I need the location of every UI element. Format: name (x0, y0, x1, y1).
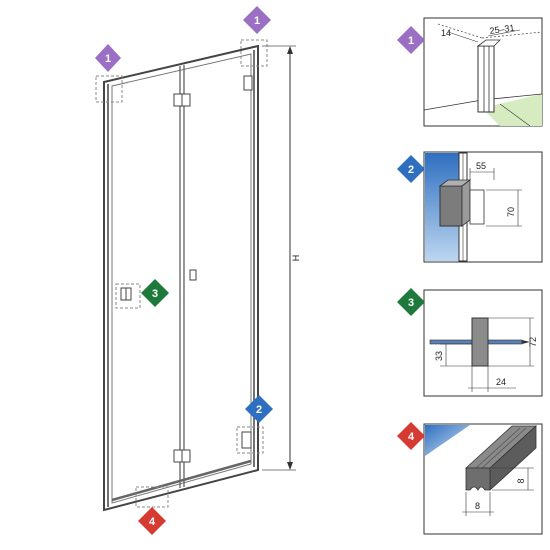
detail-3-panel: 72 33 24 3 (397, 288, 543, 397)
detail-1-dim-25-31: 25–31 (489, 23, 515, 36)
detail-2-dim-55: 55 (476, 161, 486, 171)
svg-text:2: 2 (256, 404, 262, 416)
svg-text:4: 4 (149, 516, 156, 528)
door-outer-frame (103, 44, 259, 512)
badge-1-right: 1 (243, 6, 271, 34)
detail-4-dim-width-8: 8 (475, 501, 480, 511)
svg-text:1: 1 (254, 15, 260, 27)
detail-3-dim-72: 72 (528, 337, 538, 347)
badge-3: 3 (141, 279, 169, 307)
badge-1-left: 1 (95, 44, 121, 72)
floor-area (482, 94, 542, 126)
wall-profile (477, 45, 495, 113)
detail-3-dim-24: 24 (496, 377, 506, 387)
svg-text:4: 4 (408, 431, 415, 443)
wall-surface (425, 425, 470, 456)
detail-2-panel: 55 70 2 (397, 151, 543, 263)
bottom-seal (111, 459, 252, 502)
badge-4: 4 (138, 507, 166, 535)
svg-text:1: 1 (408, 35, 414, 47)
svg-text:1: 1 (105, 53, 111, 65)
door-handle (189, 269, 197, 281)
door-inner-frame (111, 53, 252, 504)
glass-edge (469, 189, 485, 225)
detail-4-panel: 8 8 4 (397, 422, 543, 535)
hinge-body (439, 185, 463, 227)
detail-3-dim-33: 33 (434, 351, 444, 361)
seal-cross-section (465, 467, 491, 491)
wall-hinge-bottom (241, 431, 252, 449)
detail-4-dim-height-8: 8 (516, 478, 526, 483)
callout-box-3 (115, 283, 141, 309)
svg-text:3: 3 (152, 288, 158, 300)
detail-1-dim-14: 14 (441, 28, 451, 38)
height-dimension: H (262, 45, 301, 471)
callout-box-1-right (240, 39, 268, 67)
height-label: H (291, 255, 301, 262)
badge-2: 2 (245, 395, 273, 423)
door-drawing: H 1 1 3 2 4 (95, 6, 301, 535)
callout-box-2 (236, 426, 264, 454)
svg-text:2: 2 (408, 164, 414, 176)
detail-1-panel: 14 25–31 1 (397, 17, 543, 127)
magnetic-catch-block (471, 317, 489, 367)
wall-hinge-top (243, 75, 253, 91)
svg-text:3: 3 (408, 297, 414, 309)
detail-2-dim-70: 70 (506, 207, 516, 217)
callout-box-1-left (95, 75, 123, 103)
